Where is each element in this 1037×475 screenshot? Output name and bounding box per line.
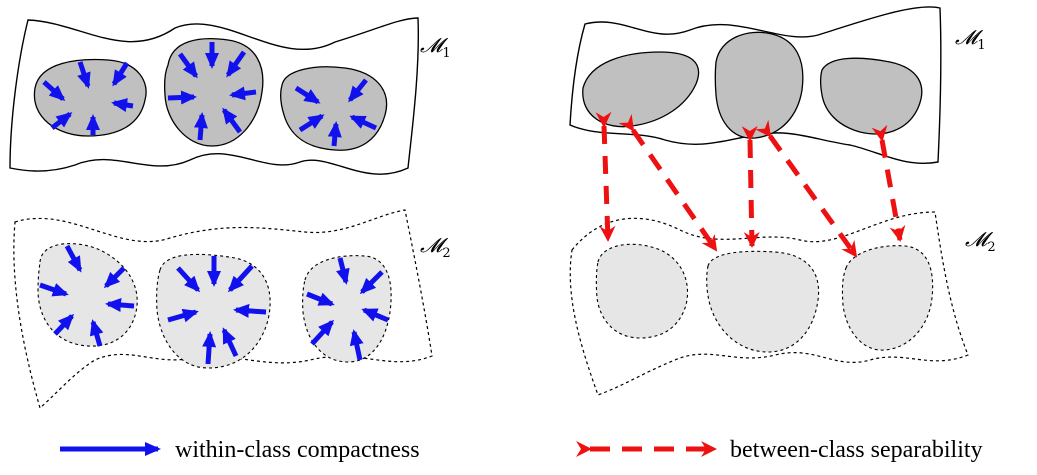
left-m2-region-3 — [302, 255, 392, 363]
legend-within-label: within-class compactness — [175, 437, 420, 463]
left-m2-region-1 — [37, 243, 138, 347]
separability-arrows — [595, 111, 906, 258]
left-m1-manifold — [9, 17, 419, 175]
right-m1-label: 𝓜1 — [955, 25, 986, 53]
legend-between-class: between-class separability — [576, 437, 983, 463]
right-m2-manifold — [569, 211, 969, 396]
right-m2-region-1 — [595, 243, 688, 339]
left-m2-label: 𝓜2 — [420, 233, 451, 261]
right-m2-region-3 — [841, 245, 934, 351]
right-m1-region-3 — [819, 57, 923, 135]
legend-between-label: between-class separability — [730, 437, 983, 463]
right-m2-label: 𝓜2 — [965, 227, 996, 255]
left-m1-label: 𝓜1 — [420, 33, 451, 61]
legend: within-class compactness between-class s… — [60, 437, 983, 463]
left-panel: 𝓜1 𝓜2 — [9, 17, 451, 410]
right-panel: 𝓜1 𝓜2 — [569, 6, 996, 396]
left-m1-region-1 — [33, 58, 147, 137]
left-m1-compactness-arrows — [42, 42, 378, 147]
right-m2-region-2 — [706, 250, 820, 353]
legend-within-class: within-class compactness — [60, 437, 420, 463]
left-m2-compactness-arrows — [39, 244, 389, 365]
right-m1-region-1 — [582, 51, 700, 128]
right-m1-region-2 — [714, 31, 804, 139]
